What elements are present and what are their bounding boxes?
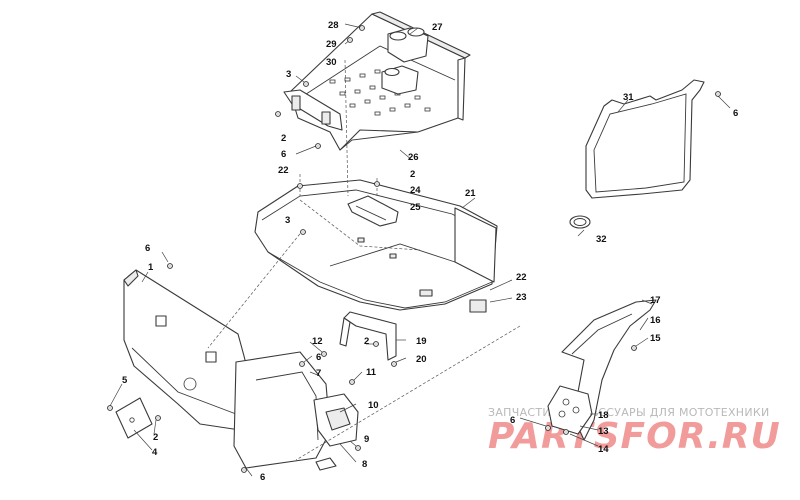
callout-22a: 22 [278,165,289,176]
callout-20: 20 [416,354,427,365]
console-bracket [339,311,397,361]
callout-2d: 2 [153,432,158,443]
watermark: ЗАПЧАСТИ И АКСЕССУАРЫ ДЛЯ МОТОТЕХНИКИ PA… [488,406,781,457]
fender-bracket [547,385,593,435]
callout-13: 13 [598,426,609,437]
callout-29: 29 [326,39,337,50]
callout-22b: 22 [516,272,527,283]
upper-storage-tray [283,11,471,151]
callout-23: 23 [516,292,527,303]
floor-pan [254,179,498,313]
callout-9: 9 [364,434,369,445]
fasteners [107,25,721,473]
watermark-brand: PARTSFOR.RU [488,416,781,457]
callout-1: 1 [148,262,154,273]
mounting-plate [115,397,153,439]
callout-6e: 6 [260,472,265,483]
callout-6b: 6 [733,108,738,119]
callout-27: 27 [432,22,443,33]
callout-12: 12 [312,336,323,347]
callout-6c: 6 [145,243,150,254]
callout-19: 19 [416,336,427,347]
callout-28: 28 [328,20,339,31]
callout-31: 31 [623,92,634,103]
callout-16: 16 [650,315,661,326]
side-console [233,351,359,471]
callout-5: 5 [122,375,128,386]
callout-26: 26 [408,152,419,163]
callout-17: 17 [650,295,661,306]
callout-15: 15 [650,333,661,344]
floor-bracket [347,195,399,227]
callout-30: 30 [326,57,337,68]
leader-lines [109,23,731,477]
callout-2a: 2 [281,133,286,144]
callout-14: 14 [598,444,609,455]
callout-6a: 6 [281,149,286,160]
callout-6d: 6 [316,352,321,363]
callout-18: 18 [598,410,609,421]
callout-10: 10 [368,400,379,411]
grommet [569,215,591,229]
callout-8: 8 [362,459,367,470]
callout-7: 7 [316,368,321,379]
callout-32: 32 [596,234,607,245]
callout-2c: 2 [364,336,369,347]
callout-25: 25 [410,202,421,213]
callout-11: 11 [366,367,377,378]
callout-3a: 3 [286,69,291,80]
callout-3b: 3 [285,215,290,226]
callout-21: 21 [465,188,476,199]
callout-labels: 28 29 27 30 3 2 6 26 22 2 24 25 21 3 31 … [122,20,738,483]
callout-6f: 6 [510,415,515,426]
side-panel [585,79,705,199]
callout-4: 4 [152,447,158,458]
callout-24: 24 [410,185,421,196]
callout-2b: 2 [410,169,415,180]
